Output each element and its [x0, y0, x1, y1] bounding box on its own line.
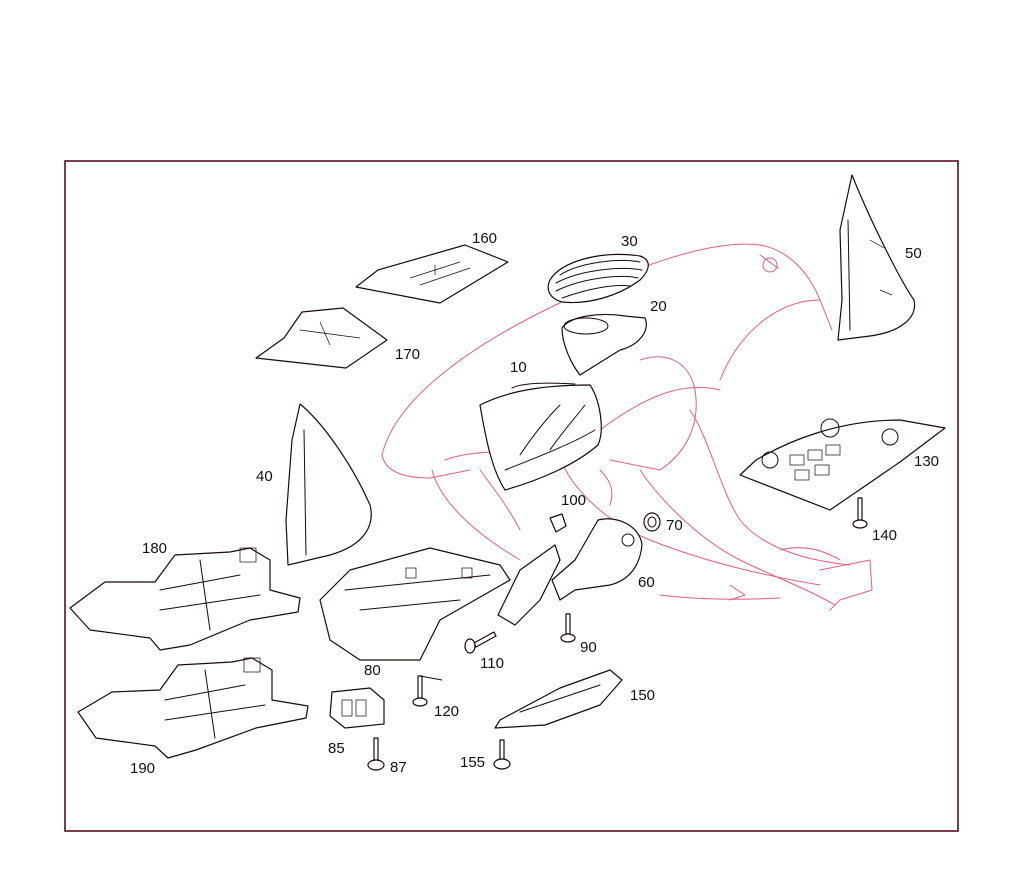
part-90-screw: [560, 613, 576, 643]
label-50: 50: [905, 245, 922, 262]
label-140: 140: [872, 527, 897, 544]
label-130: 130: [914, 453, 939, 470]
part-120-screw: [412, 675, 428, 707]
label-10: 10: [510, 359, 527, 376]
label-160: 160: [472, 230, 497, 247]
label-110: 110: [480, 655, 504, 672]
label-80: 80: [364, 662, 381, 679]
part-180-air-duct: [69, 547, 301, 651]
label-30: 30: [621, 233, 638, 250]
part-160-panel: [355, 244, 509, 304]
label-190: 190: [130, 760, 155, 777]
part-85-switch-block: [329, 687, 385, 729]
label-20: 20: [650, 298, 667, 315]
label-87: 87: [390, 759, 407, 776]
part-60-column-cover: [497, 518, 643, 626]
part-140-screw: [852, 497, 868, 529]
label-170: 170: [395, 346, 420, 363]
label-150: 150: [630, 687, 655, 704]
diagram-frame: [64, 160, 959, 832]
label-60: 60: [638, 574, 655, 591]
label-180: 180: [142, 540, 167, 557]
part-80-lower-trim: [319, 547, 511, 661]
part-110-screw: [464, 631, 497, 654]
part-150-bracket: [494, 669, 623, 729]
part-100-clip: [549, 513, 567, 533]
part-155-screw: [493, 739, 511, 770]
label-90: 90: [580, 639, 597, 656]
part-20-vent-housing: [561, 313, 647, 376]
label-120: 120: [434, 703, 459, 720]
part-number-labels: 10 20 30 40 50 60 70 80 85 87 90 100 110…: [130, 230, 939, 777]
part-50-side-trim: [837, 174, 916, 341]
label-100: 100: [561, 492, 586, 509]
label-40: 40: [256, 468, 273, 485]
part-130-switch-panel: [739, 418, 946, 511]
part-87-screw: [367, 737, 385, 771]
part-40-side-trim: [285, 403, 372, 566]
part-10-cluster-housing: [479, 382, 602, 491]
leader-lines: [419, 675, 443, 681]
part-190-air-duct: [77, 657, 309, 759]
label-70: 70: [666, 517, 683, 534]
dashboard-ghost-outline: [381, 243, 873, 611]
part-70-grommet: [643, 512, 661, 532]
label-85: 85: [328, 740, 345, 757]
part-170-panel: [255, 307, 388, 369]
part-30-vent-grille: [547, 253, 649, 304]
label-155: 155: [460, 754, 485, 771]
